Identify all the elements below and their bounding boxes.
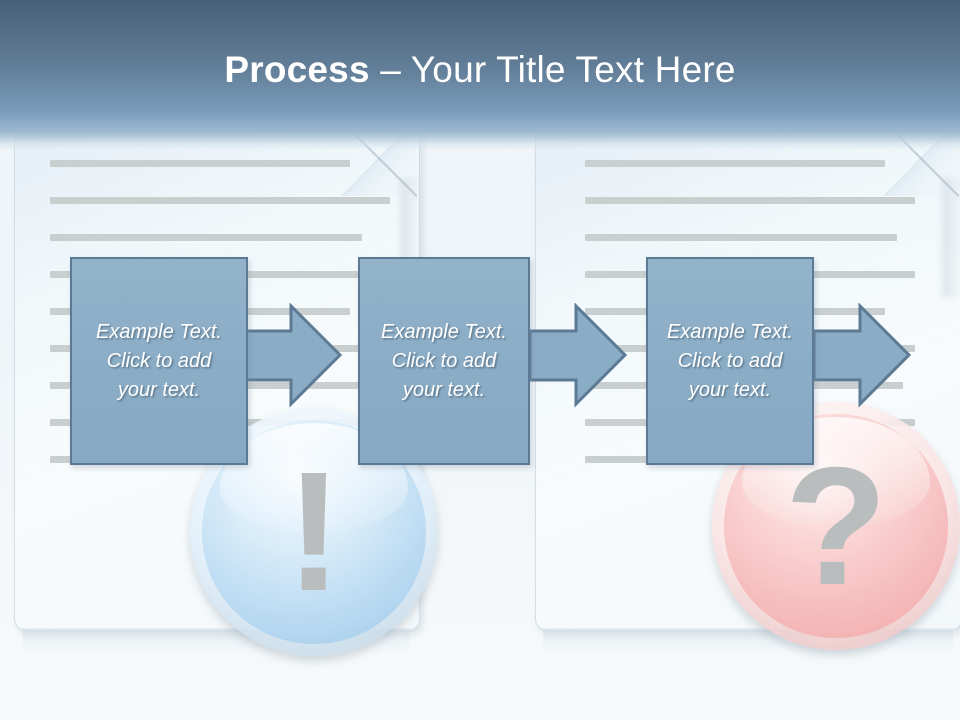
arrow-right-icon [812,303,912,408]
process-step-text: Example Text. Click to add your text. [381,320,507,401]
process-arrow-2 [528,303,628,408]
document-line [585,197,915,204]
process-step-text: Example Text. Click to add your text. [667,320,793,401]
page-title-bold: Process [224,49,370,90]
arrow-right-icon [528,303,628,408]
document-line [50,197,390,204]
process-step-box-3[interactable]: Example Text. Click to add your text. [646,257,814,465]
header-band [0,0,960,150]
process-step-text: Example Text. Click to add your text. [96,320,222,401]
page-title: Process – Your Title Text Here [0,48,960,92]
process-arrow-3 [812,303,912,408]
process-step-box-2[interactable]: Example Text. Click to add your text. [358,257,530,465]
document-line [50,234,362,241]
document-line [585,234,897,241]
exclamation-mark-icon: ! [285,437,343,627]
process-step-box-1[interactable]: Example Text. Click to add your text. [70,257,248,465]
question-mark-icon: ? [784,432,888,620]
document-line [585,160,885,167]
process-arrow-1 [243,303,343,408]
arrow-right-icon [243,303,343,408]
document-line [50,160,350,167]
page-title-rest: – Your Title Text Here [369,49,736,90]
document-fold-shadow [942,178,960,298]
